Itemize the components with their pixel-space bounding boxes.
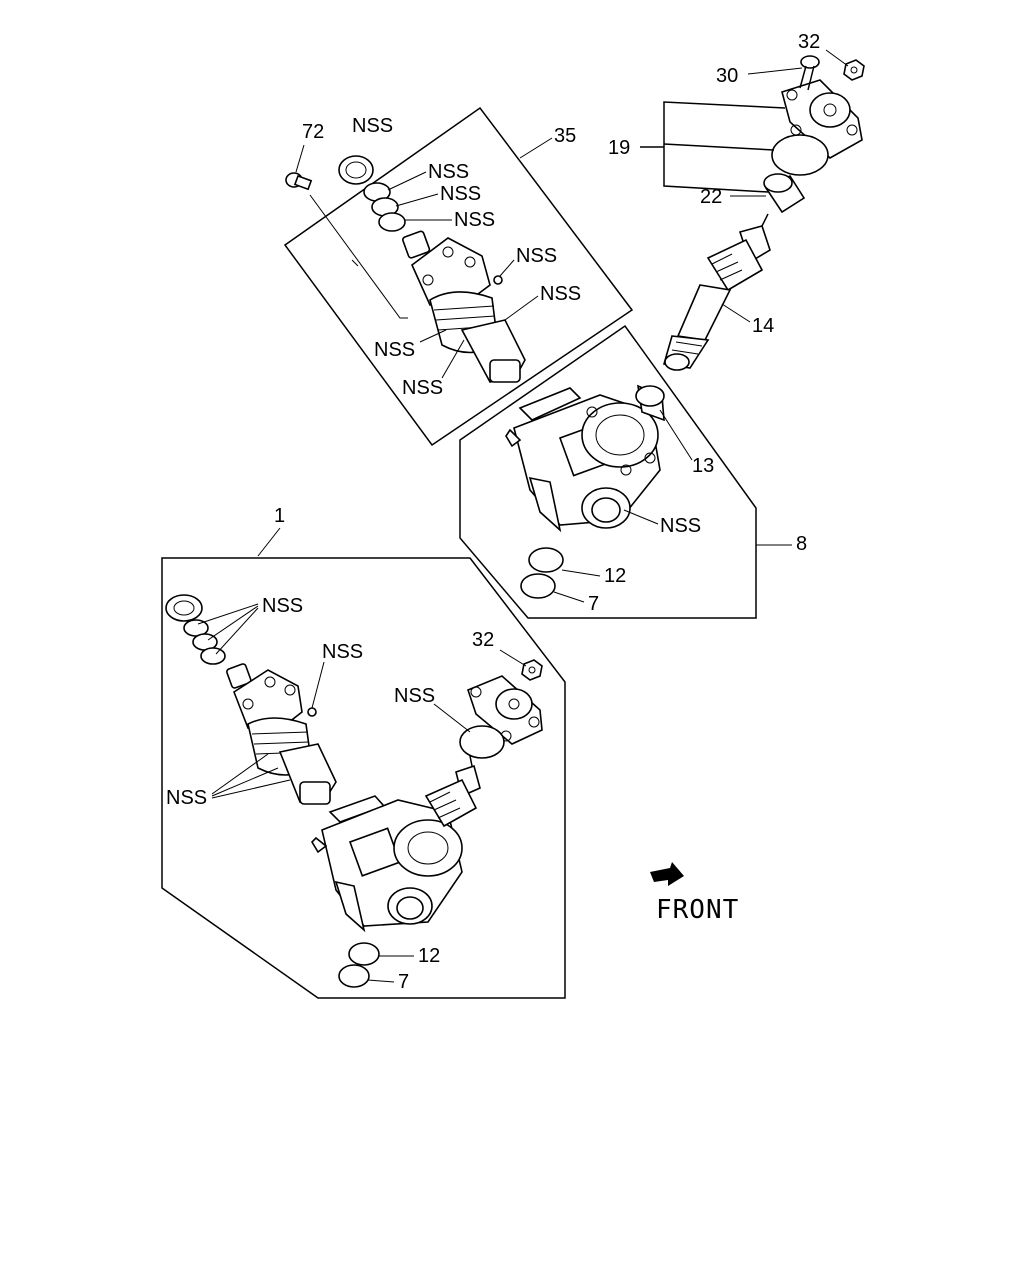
side-cover-1 bbox=[467, 675, 543, 745]
label-12: 12 bbox=[604, 565, 626, 587]
assembly-frame-1 bbox=[161, 557, 566, 999]
side-cover-30 bbox=[781, 79, 863, 159]
o-ring-1 bbox=[459, 725, 505, 759]
label-7: 7 bbox=[588, 593, 599, 615]
seal-stack-1 bbox=[165, 594, 226, 665]
label-nss: NSS bbox=[428, 161, 469, 183]
bearing-22 bbox=[763, 173, 806, 214]
label-nss: NSS bbox=[660, 515, 701, 537]
bolt-30 bbox=[799, 55, 820, 91]
seal-12-right bbox=[528, 547, 564, 573]
front-direction-arrow-icon bbox=[650, 862, 684, 886]
sector-shaft-1 bbox=[424, 755, 481, 828]
label-1: 1 bbox=[274, 505, 285, 527]
label-30: 30 bbox=[716, 65, 738, 87]
valve-body-35 bbox=[402, 230, 526, 383]
label-13: 13 bbox=[692, 455, 714, 477]
label-nss: NSS bbox=[440, 183, 481, 205]
o-ring-19 bbox=[771, 134, 829, 176]
label-14: 14 bbox=[752, 315, 774, 337]
label-nss: NSS bbox=[540, 283, 581, 305]
label-19: 19 bbox=[608, 137, 630, 159]
label-8: 8 bbox=[796, 533, 807, 555]
label-nss: NSS bbox=[262, 595, 303, 617]
nut-32-top bbox=[843, 59, 865, 81]
label-12: 12 bbox=[418, 945, 440, 967]
sector-shaft-14 bbox=[662, 213, 771, 371]
label-72: 72 bbox=[302, 121, 324, 143]
label-32: 32 bbox=[472, 629, 494, 651]
label-nss: NSS bbox=[454, 209, 495, 231]
label-nss: NSS bbox=[374, 339, 415, 361]
nut-32-bottom bbox=[521, 659, 543, 681]
assembly-frame-8 bbox=[459, 324, 757, 619]
label-nss: NSS bbox=[394, 685, 435, 707]
bolt-72 bbox=[285, 172, 313, 191]
label-nss: NSS bbox=[402, 377, 443, 399]
assembly-frame-35 bbox=[283, 106, 634, 447]
valve-body-1 bbox=[226, 663, 337, 805]
label-nss: NSS bbox=[322, 641, 363, 663]
label-nss: NSS bbox=[166, 787, 207, 809]
seal-7-right bbox=[520, 573, 556, 599]
label-7: 7 bbox=[398, 971, 409, 993]
seal-7-bottom bbox=[338, 964, 370, 988]
label-22: 22 bbox=[700, 186, 722, 208]
front-label: FRONT bbox=[656, 895, 739, 925]
gear-housing-8 bbox=[505, 384, 665, 533]
label-nss: NSS bbox=[352, 115, 393, 137]
seal-12-bottom bbox=[348, 942, 380, 966]
label-32: 32 bbox=[798, 31, 820, 53]
label-35: 35 bbox=[554, 125, 576, 147]
seal-stack-35 bbox=[338, 155, 406, 232]
gear-housing-1 bbox=[310, 795, 463, 933]
label-nss: NSS bbox=[516, 245, 557, 267]
